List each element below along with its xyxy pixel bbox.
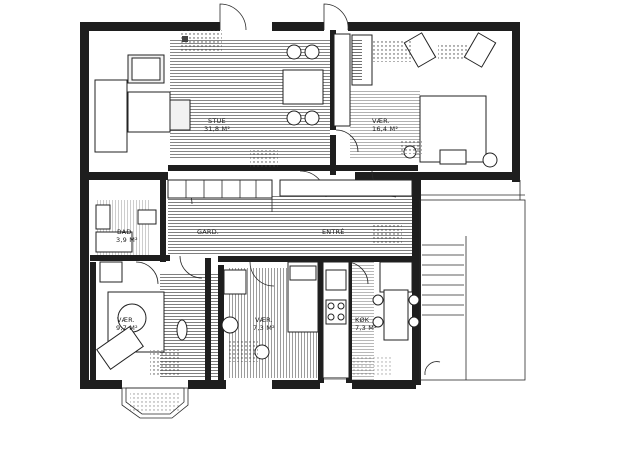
- room-area-vaer1: 16,4 M²: [372, 125, 398, 133]
- vaer2-furniture: [96, 261, 188, 375]
- room-area-stue: 31,8 M²: [204, 125, 230, 133]
- room-area-kok: 7,3 M²: [355, 324, 377, 332]
- bad-fixtures: [95, 204, 157, 253]
- room-name-vaer3: VÆR.: [255, 316, 273, 324]
- room-name-bad: BAD: [117, 228, 132, 236]
- room-name-gard: GARD.: [197, 228, 219, 236]
- outer-walls: [80, 22, 520, 389]
- room-area-vaer2: 9,7 M²: [116, 324, 138, 332]
- right-annex: [419, 180, 526, 381]
- vaer1-furniture: [351, 32, 498, 168]
- room-area-bad: 3,9 M²: [116, 236, 138, 244]
- room-name-vaer1: VÆR.: [372, 117, 390, 125]
- stue-furniture: [94, 30, 351, 168]
- room-name-stue: STUE: [208, 117, 226, 125]
- room-labels: STUE 31,8 M² VÆR. 16,4 M² BAD 3,9 M² GAR…: [116, 117, 398, 332]
- room-name-vaer2: VÆR.: [117, 316, 135, 324]
- garderobe-cabinets: [167, 179, 413, 245]
- kok-fixtures: [322, 261, 420, 379]
- room-name-entre: ENTRÉ: [322, 227, 345, 236]
- vaer3-furniture: [221, 261, 319, 362]
- room-name-kok: KØK: [355, 316, 370, 324]
- room-area-vaer3: 7,3 M²: [253, 324, 275, 332]
- bay-window: [121, 387, 189, 419]
